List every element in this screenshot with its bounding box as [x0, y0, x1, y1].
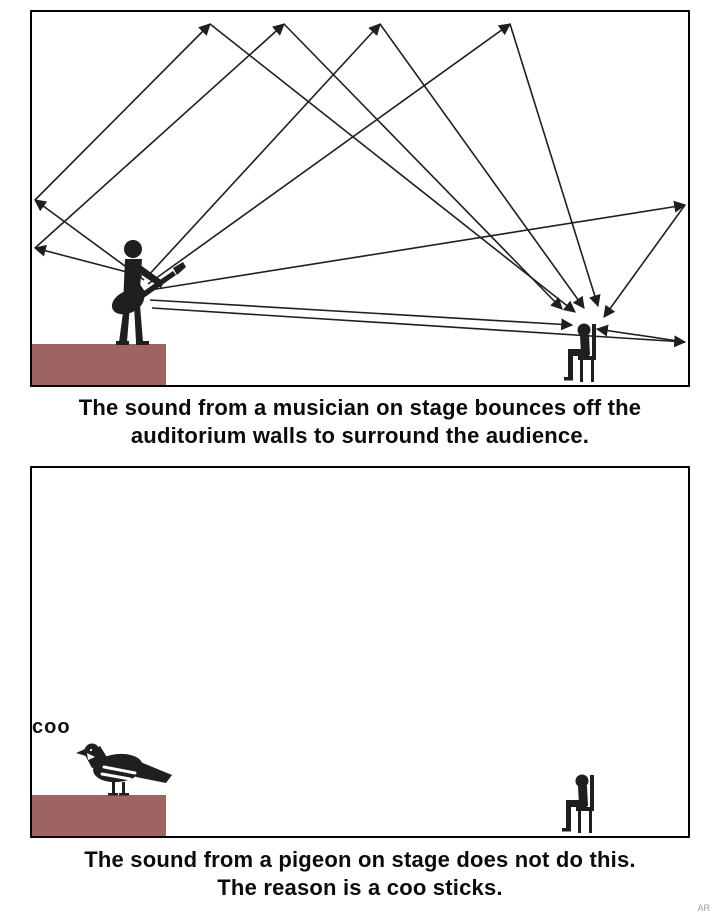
listener-silhouette: [562, 774, 594, 833]
caption-musician-line2: auditorium walls to surround the audienc…: [130, 423, 590, 448]
stage-block: [32, 344, 166, 385]
caption-pigeon-line2: The reason is a coo sticks.: [217, 875, 503, 900]
caption-musician-line1: The sound from a musician on stage bounc…: [78, 395, 642, 420]
pigeon-silhouette: [76, 743, 172, 796]
sound-ray: [603, 204, 686, 318]
sound-ray: [34, 23, 285, 249]
pigeon-wing-bar: [102, 765, 137, 775]
sound-ray: [145, 23, 381, 279]
sound-ray: [151, 307, 687, 348]
coo-sound-label: coo: [32, 716, 71, 738]
pigeon-wing-bar: [100, 772, 132, 781]
sound-ray: [379, 23, 585, 309]
caption-musician: The sound from a musician on stage bounc…: [0, 394, 720, 450]
sound-ray: [595, 324, 686, 343]
stage-block: [32, 795, 166, 836]
artist-watermark: AR: [697, 903, 710, 913]
caption-pigeon: The sound from a pigeon on stage does no…: [0, 846, 720, 902]
pigeon-diagram: [32, 743, 594, 836]
sound-ray: [209, 23, 576, 313]
pigeon-neck-patch: [87, 753, 95, 760]
sound-ray: [149, 200, 687, 291]
auditorium-diagram: [32, 23, 687, 385]
auditorium-diagram-panel: [30, 10, 690, 387]
sound-ray: [283, 23, 563, 310]
sound-ray: [33, 244, 143, 277]
pigeon-diagram-panel: coo: [30, 466, 690, 838]
pigeon-eye: [89, 748, 93, 752]
sound-ray-group: [33, 23, 687, 348]
listener-silhouette: [564, 323, 596, 382]
sound-ray: [147, 23, 511, 285]
musician-silhouette: [111, 240, 186, 345]
sound-ray: [509, 23, 601, 308]
caption-pigeon-line1: The sound from a pigeon on stage does no…: [84, 847, 636, 872]
sound-ray: [34, 23, 211, 201]
sound-ray: [149, 299, 574, 331]
